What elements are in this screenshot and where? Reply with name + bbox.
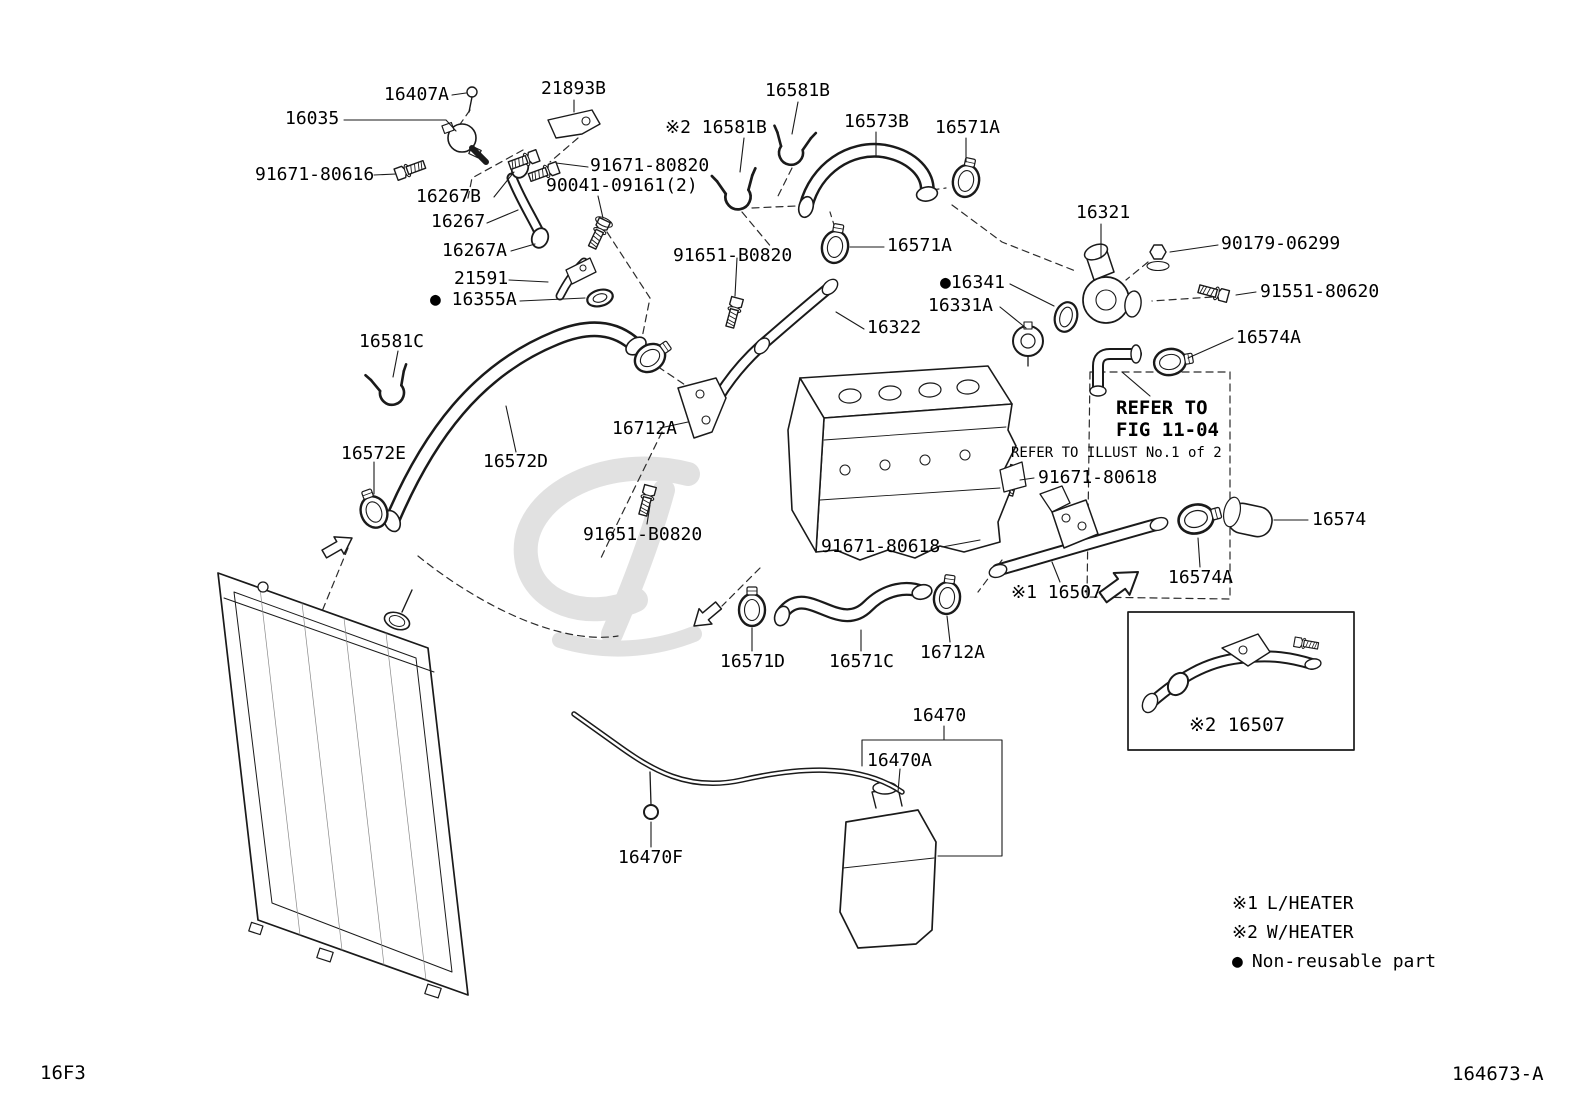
water-outlet-group bbox=[441, 86, 614, 308]
legend-text: L/HEATER bbox=[1266, 893, 1354, 914]
figure-code: 16F3 bbox=[40, 1062, 86, 1084]
fasteners bbox=[393, 148, 1231, 536]
legend-item: ※2 W/HEATER bbox=[1232, 922, 1436, 943]
clamp-16571A-top bbox=[948, 154, 985, 201]
legend-text: Non-reusable part bbox=[1251, 951, 1437, 972]
legend-symbol: ※2 bbox=[1232, 922, 1258, 943]
cap-16574 bbox=[1222, 496, 1273, 538]
upper-radiator-hose bbox=[352, 321, 678, 533]
heater-water-pipe-16322 bbox=[677, 278, 839, 439]
thermostat-16331A bbox=[1012, 325, 1044, 357]
bracket-21893B bbox=[547, 109, 601, 139]
spring-clamp-16581C bbox=[364, 363, 417, 412]
watermark-logo bbox=[513, 456, 702, 657]
bracket-16712A-upper bbox=[677, 377, 727, 439]
bolt-91551-80620 bbox=[1196, 281, 1231, 304]
clamp-16712A-lower bbox=[930, 572, 965, 617]
arrow-to-hose bbox=[318, 528, 358, 564]
clamp-16267A bbox=[530, 227, 550, 249]
legend-text: W/HEATER bbox=[1266, 922, 1354, 943]
clamp-16571D bbox=[737, 585, 767, 628]
gasket-16355A bbox=[586, 288, 614, 308]
water-pipe-16507 bbox=[988, 485, 1273, 579]
pipe-21591 bbox=[565, 257, 597, 285]
direction-arrows bbox=[318, 528, 1147, 635]
bolt-91671-80616 bbox=[393, 157, 428, 182]
legend-item: ● Non-reusable part bbox=[1232, 951, 1436, 972]
leader-lines bbox=[343, 92, 1309, 857]
hose-joint-16574A-upper bbox=[1150, 344, 1197, 379]
bolt-91651-B0820-upper bbox=[722, 295, 745, 330]
clamp-16571A-mid bbox=[818, 220, 853, 267]
heater-hose-bottom bbox=[737, 572, 965, 628]
arrow-to-pipe bbox=[1094, 560, 1147, 610]
legend-symbol: ※1 bbox=[1232, 893, 1258, 914]
radiator bbox=[217, 572, 469, 999]
hose-joint-16574A-lower bbox=[1173, 497, 1226, 539]
sensor-16407A bbox=[466, 86, 478, 98]
clip-16470F bbox=[643, 804, 659, 820]
nut-90179-06299 bbox=[1149, 244, 1167, 260]
water-outlet-pipe-joint bbox=[1089, 344, 1197, 397]
spring-clamp-16581B-w-heater bbox=[710, 166, 764, 215]
legend: ※1 L/HEATER ※2 W/HEATER ● Non-reusable part bbox=[1232, 893, 1436, 980]
bolt-91671-80820-b bbox=[526, 160, 561, 185]
inset-box-w-heater-pipe bbox=[1127, 611, 1355, 751]
water-inlet-group bbox=[1012, 243, 1142, 367]
screw-90041-09161 bbox=[585, 216, 612, 251]
engine-cylinder-head bbox=[787, 365, 1027, 561]
gasket-16341 bbox=[1053, 301, 1079, 333]
legend-item: ※1 L/HEATER bbox=[1232, 893, 1436, 914]
reservoir-tank-group bbox=[571, 711, 937, 949]
water-bypass-hose-top bbox=[710, 124, 985, 267]
drawing-number: 164673-A bbox=[1452, 1063, 1544, 1085]
legend-symbol: ● bbox=[1232, 951, 1243, 972]
